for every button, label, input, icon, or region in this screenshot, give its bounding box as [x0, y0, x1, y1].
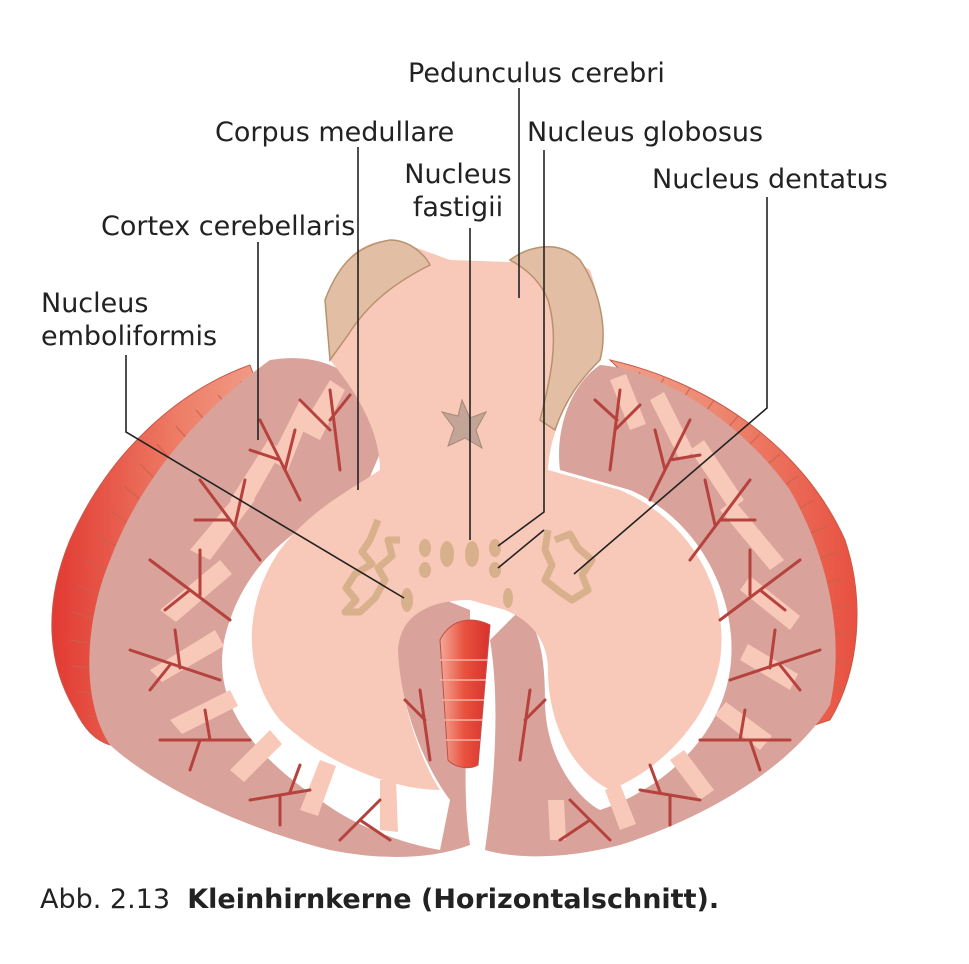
label-nucleus-fastigii-line1: Nucleus: [404, 159, 512, 190]
leader-lines: [125, 88, 768, 599]
label-nucleus-emboliformis-line1: Nucleus: [41, 288, 149, 319]
figure-caption: Abb. 2.13 Kleinhirnkerne (Horizontalschn…: [40, 884, 719, 915]
label-nucleus-emboliformis-line2: emboliformis: [41, 321, 218, 352]
caption-number: Abb. 2.13: [40, 884, 171, 915]
label-nucleus-globosus: Nucleus globosus: [527, 117, 764, 148]
label-corpus-medullare: Corpus medullare: [215, 117, 455, 148]
leader-nucleus-emboliformis: [125, 355, 405, 599]
nucleus-fastigii: [440, 541, 479, 567]
leader-nucleus-globosus-2: [497, 529, 545, 569]
label-pedunculus-cerebri: Pedunculus cerebri: [408, 58, 665, 89]
folia-vessels: [128, 388, 822, 842]
nucleus-emboliformis: [401, 588, 513, 612]
label-nucleus-emboliformis: Nucleus emboliformis: [41, 287, 217, 353]
label-nucleus-fastigii-line2: fastigii: [412, 192, 504, 223]
label-nucleus-dentatus: Nucleus dentatus: [652, 164, 888, 195]
label-cortex-cerebellaris: Cortex cerebellaris: [101, 211, 356, 242]
fourth-ventricle: [440, 398, 488, 450]
nucleus-globosus: [419, 539, 501, 578]
pedunculus-cerebri: [324, 239, 604, 432]
leader-nucleus-dentatus: [573, 197, 768, 575]
caption-title: Kleinhirnkerne (Horizontalschnitt).: [187, 884, 720, 915]
vermis: [439, 619, 491, 769]
nucleus-dentatus-left: [341, 518, 400, 616]
leader-nucleus-globosus: [497, 150, 545, 547]
nucleus-dentatus-right: [541, 529, 596, 604]
label-nucleus-fastigii: Nucleus fastigii: [400, 158, 516, 224]
corpus-medullare: [150, 240, 800, 840]
